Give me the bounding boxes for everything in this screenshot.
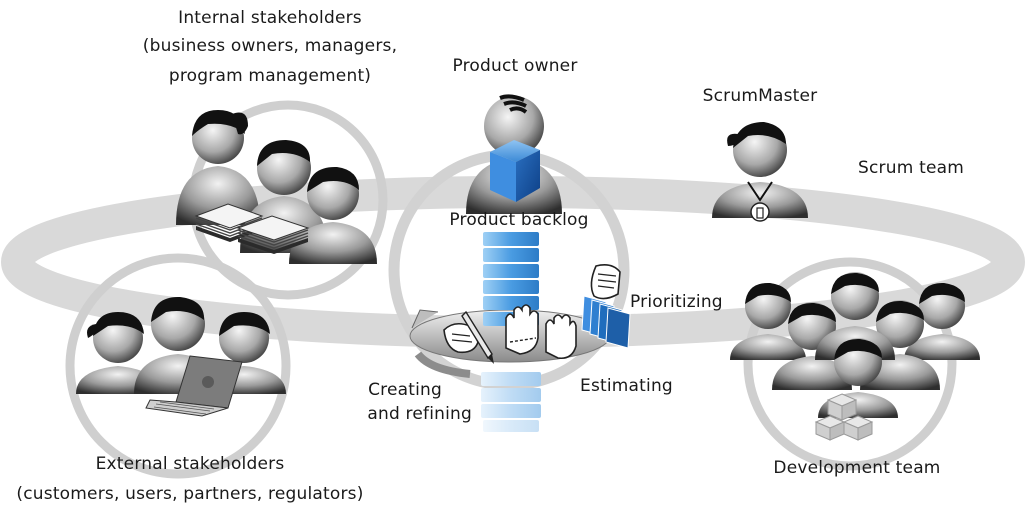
external-stakeholders-subtitle: (customers, users, partners, regulators): [16, 484, 364, 504]
cards-icon: [581, 295, 631, 349]
internal-stakeholders-title: Internal stakeholders: [178, 8, 362, 28]
hand-icon: [443, 322, 479, 354]
hand-icon: [545, 314, 577, 360]
whistle-icon: [750, 202, 770, 222]
and-refining-label: and refining: [367, 404, 472, 424]
hand-icon: [505, 304, 539, 355]
person-icon: [860, 300, 940, 390]
product-backlog-label: Product backlog: [449, 210, 589, 230]
scrummaster-label: ScrumMaster: [702, 86, 818, 106]
internal-stakeholders-group: [176, 110, 377, 264]
scrum-master-figure: [712, 122, 808, 222]
person-icon: [904, 282, 980, 360]
boxes-icon: [814, 393, 874, 441]
backlog-process: [409, 232, 631, 432]
product-owner-figure: [466, 94, 562, 214]
pencil-icon: [461, 310, 494, 364]
product-owner-label: Product owner: [452, 56, 578, 76]
estimating-label: Estimating: [580, 376, 673, 396]
prioritizing-label: Prioritizing: [630, 292, 723, 312]
cube-icon: [490, 140, 540, 202]
development-team-group: [730, 272, 980, 441]
external-stakeholders-group: [76, 296, 286, 417]
person-icon: [289, 166, 377, 264]
creating-label: Creating: [368, 380, 442, 400]
hand-icon: [590, 264, 621, 300]
document-stack-icon: [236, 215, 310, 254]
development-team-label: Development team: [773, 458, 941, 478]
laptop-icon: [145, 355, 243, 417]
person-icon: [730, 282, 806, 360]
internal-stakeholders-subtitle-1: (business owners, managers,: [142, 36, 398, 56]
internal-stakeholders-subtitle-2: program management): [168, 66, 372, 86]
scrum-team-label: Scrum team: [858, 158, 964, 178]
external-stakeholders-title: External stakeholders: [95, 454, 285, 474]
